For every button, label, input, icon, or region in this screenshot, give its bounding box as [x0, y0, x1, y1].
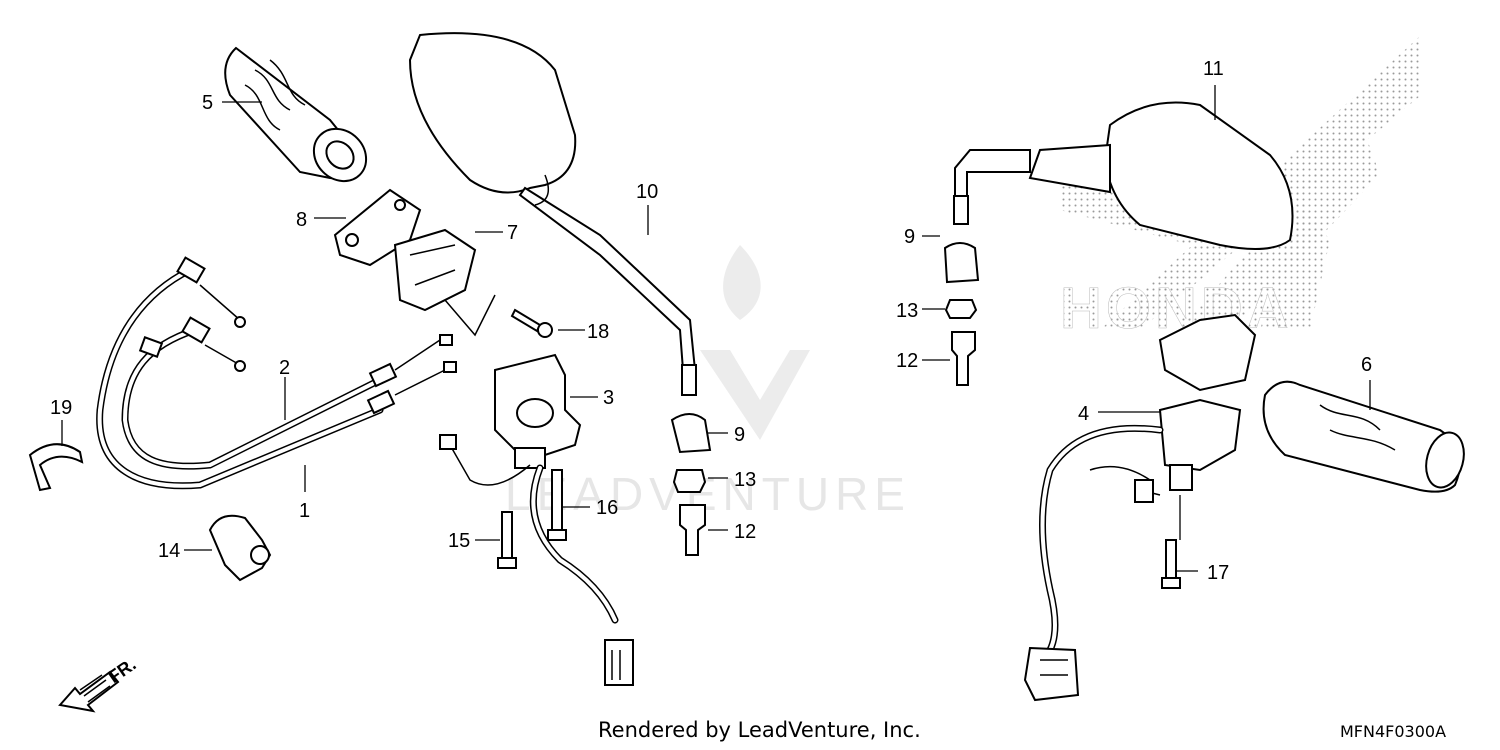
- callout-13-right: 13: [896, 300, 918, 322]
- callout-11: 11: [1203, 58, 1224, 80]
- throttle-grip-part[interactable]: [224, 46, 377, 192]
- callout-16: 16: [596, 497, 618, 519]
- callout-15: 15: [448, 530, 470, 552]
- callout-5: 5: [202, 92, 213, 114]
- right-switch-part[interactable]: [1023, 313, 1257, 702]
- callout-12-right: 12: [896, 350, 918, 372]
- callout-4: 4: [1078, 403, 1089, 425]
- callout-12-center: 12: [734, 521, 756, 543]
- callout-14: 14: [158, 540, 180, 562]
- callout-18: 18: [587, 321, 609, 343]
- left-switch-part[interactable]: [439, 353, 634, 686]
- callout-19: 19: [50, 397, 72, 419]
- callout-1: 1: [299, 500, 310, 522]
- render-credit: Rendered by LeadVenture, Inc.: [598, 718, 921, 742]
- screw-18-part[interactable]: [510, 308, 553, 338]
- callout-7: 7: [507, 222, 518, 244]
- callout-3: 3: [603, 387, 614, 409]
- callout-10: 10: [636, 181, 658, 203]
- mirror-adapter-right-part[interactable]: [943, 242, 980, 386]
- callout-13-center: 13: [734, 469, 756, 491]
- callout-6: 6: [1361, 354, 1372, 376]
- mirror-left-part[interactable]: [408, 32, 697, 396]
- screw-17-part[interactable]: [1161, 539, 1181, 589]
- leader-lines: [61, 85, 1371, 572]
- callout-9-center: 9: [734, 424, 745, 446]
- callout-17: 17: [1207, 562, 1229, 584]
- clip-19-part[interactable]: [28, 443, 84, 492]
- callout-numbers: 1 2 3 4 5 6 7 8 9 9 10 11 12 12 13 13 14…: [50, 58, 1372, 584]
- mirror-adapter-center-part[interactable]: [670, 413, 712, 556]
- callout-2: 2: [279, 357, 290, 379]
- throttle-cables-part[interactable]: [96, 256, 457, 490]
- mirror-right-part[interactable]: [953, 101, 1294, 250]
- front-direction-arrow: FR.: [58, 654, 140, 713]
- clamp-14-part[interactable]: [208, 514, 272, 582]
- screw-16-part[interactable]: [547, 469, 567, 541]
- callout-9-right: 9: [904, 226, 915, 248]
- watermark-text: LEADVENTURE: [505, 468, 911, 520]
- screw-15-part[interactable]: [497, 511, 517, 569]
- throttle-housing-lower-part[interactable]: [393, 228, 496, 337]
- callout-8: 8: [296, 209, 307, 231]
- diagram-code: MFN4F0300A: [1340, 722, 1447, 741]
- right-grip-part[interactable]: [1262, 380, 1470, 493]
